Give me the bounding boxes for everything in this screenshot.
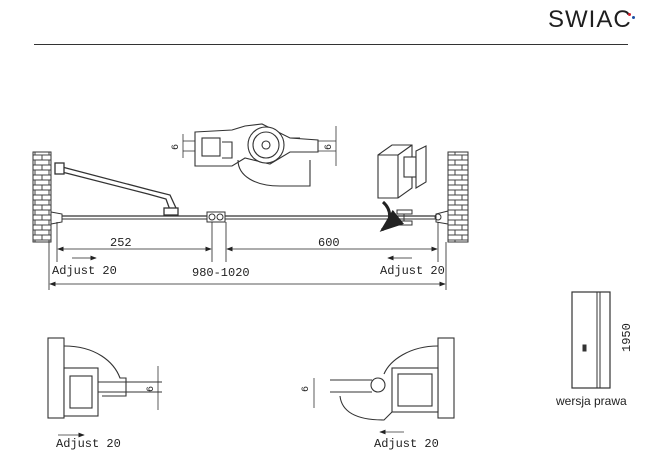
stabilizer-bar: [54, 162, 179, 216]
brand-dot-red: [628, 13, 631, 16]
right-wall: [447, 151, 469, 243]
top-gap-left-label: 6: [171, 144, 182, 150]
plan-dimensions: [48, 222, 447, 290]
door-panel: [50, 209, 449, 226]
brand-dot-blue: [632, 16, 635, 19]
top-gap-right-label: 6: [324, 144, 335, 150]
adjust-left-label: Adjust 20: [52, 264, 117, 278]
handle-3d-sketch: [377, 144, 427, 199]
brand-logo: SWIAC: [548, 6, 635, 34]
bottom-left-profile-detail: [47, 337, 162, 438]
bottom-left-gap-label: 6: [146, 386, 157, 392]
bottom-left-adjust-label: Adjust 20: [56, 437, 121, 451]
top-hinge-detail: [182, 123, 337, 187]
brand-logo-text: SWIAC: [548, 6, 632, 33]
bottom-right-gap-label: 6: [301, 386, 312, 392]
bottom-right-profile-detail: [313, 337, 455, 435]
left-wall: [32, 151, 52, 243]
swing-arrow: [379, 200, 405, 232]
header-rule: [34, 44, 628, 45]
adjust-right-label: Adjust 20: [380, 264, 445, 278]
door-elevation-thumbnail: [571, 291, 611, 389]
door-height-label: 1950: [620, 323, 634, 352]
dim-right-value: 600: [318, 236, 340, 250]
overall-width-label: 980-1020: [192, 266, 250, 280]
bottom-right-adjust-label: Adjust 20: [374, 437, 439, 451]
dim-left-value: 252: [110, 236, 132, 250]
version-caption: wersja prawa: [555, 394, 627, 408]
